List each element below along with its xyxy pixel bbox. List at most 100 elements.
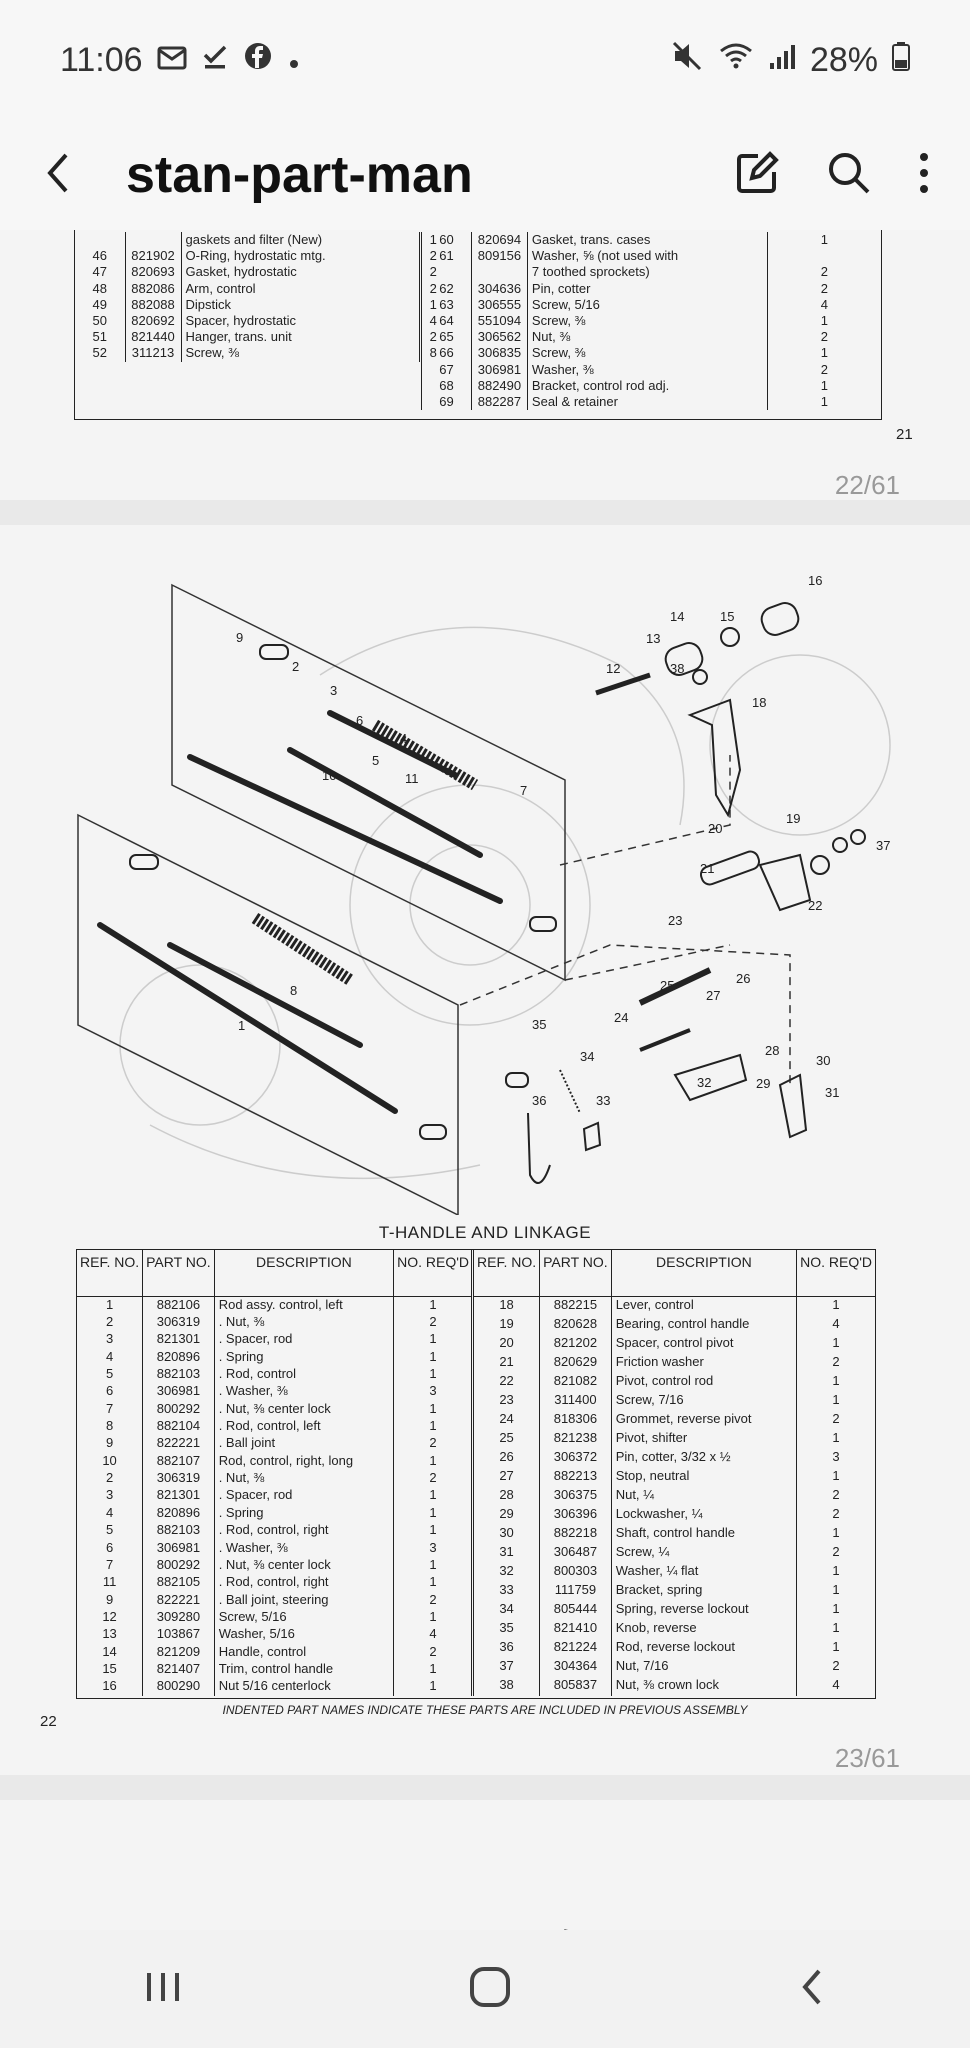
part-no-cell: 882105 [142,1574,215,1592]
callout-label: 28 [765,1043,779,1058]
description-cell: . Washer, ⅜ [213,1539,394,1557]
background-machinery [119,626,891,1180]
ref-cell: 61 [421,248,472,265]
part-no-cell: 820628 [539,1315,612,1335]
header-no-reqd: NO. REQ'D [393,1250,472,1297]
edit-icon[interactable] [734,150,780,201]
ref-cell: 64 [421,313,472,330]
description-cell: Friction washer [610,1353,797,1373]
description-cell: Bracket, spring [610,1581,797,1601]
ref-cell [75,232,125,248]
part-no-cell: 821209 [142,1643,215,1662]
description-cell: . Rod, control, left [213,1418,394,1436]
qty-cell: 2 [796,1657,875,1677]
part-no-cell: 306372 [539,1448,612,1468]
part-no-cell: 821202 [539,1334,612,1354]
ref-cell: 65 [421,329,472,346]
ref-cell: 12 [102,1609,117,1624]
description-cell: Hanger, trans. unit [180,329,419,346]
description-cell: Gasket, trans. cases [526,232,768,249]
description-cell: Arm, control [180,280,419,297]
nut-38 [692,669,708,685]
page-24-preview [0,1800,970,1930]
callout-label: 2 [292,659,299,674]
part-no-cell: 800303 [539,1562,612,1582]
back-icon[interactable] [797,1967,827,2012]
back-arrow-icon[interactable] [40,149,76,202]
part-no-cell: 304364 [539,1657,612,1677]
qty-cell: 3 [796,1448,875,1468]
part-no-cell: 821082 [539,1372,612,1392]
qty-cell: 1 [393,1556,472,1575]
ref-cell: 28 [470,1486,540,1506]
description-cell: Nut, ⅜ [526,329,768,346]
part-no-cell [470,264,528,281]
part-no-cell: 306396 [539,1505,612,1525]
ref-cell: 20 [470,1334,540,1354]
ref-cell: 33 [470,1581,540,1601]
part-no-cell: 306555 [470,296,528,314]
ref-cell: 30 [470,1524,540,1544]
ball-joint-9-lower [129,854,159,870]
header-description: DESCRIPTION [213,1250,394,1297]
page21-number: 21 [896,426,913,443]
callout-label: 23 [668,913,682,928]
table-row: 7 toothed sprockets)2 [421,264,881,281]
qty-cell: 1 [796,1562,875,1582]
wifi-icon [718,41,754,80]
callout-label: 16 [808,573,822,588]
ref-cell: 2 [105,1313,114,1329]
status-bar: 11:06 28% [0,0,970,120]
home-icon[interactable] [469,1966,511,2013]
description-cell: Screw, 5/16 [526,296,768,314]
more-options-icon[interactable] [918,151,930,200]
ref-cell: 9 [105,1435,114,1451]
part-no-cell: 820693 [124,264,181,281]
rod-5-lower [167,942,363,1048]
nut-37-a [832,837,848,853]
ref-cell: 51 [92,329,107,345]
trim-15 [720,627,740,647]
handle-14-upper [760,602,800,636]
part-no-cell: 820692 [124,313,181,330]
qty-cell: 1 [796,1600,875,1620]
page21-counter: 22/61 [834,470,900,500]
bracket-33 [582,1121,602,1152]
part-no-cell: 882086 [124,280,181,297]
part-no-cell: 882107 [142,1452,215,1471]
header-no-reqd-right: NO. REQ'D [796,1250,875,1297]
battery-percent: 28% [809,40,878,79]
qty-cell: 2 [766,280,881,297]
system-nav-bar [0,1930,970,2048]
mute-icon [672,41,704,80]
facebook-icon [243,41,273,80]
ref-cell: 68 [421,377,472,395]
part-no-cell: 882218 [539,1524,612,1544]
qty-cell: 1 [393,1522,472,1540]
rod-5-upper [287,747,483,858]
battery-icon [892,41,910,80]
description-cell: Pivot, shifter [610,1429,797,1449]
qty-cell: 1 [393,1504,472,1523]
callout-label: 20 [708,821,722,836]
description-cell: Trim, control handle [213,1661,394,1679]
document-title: stan-part-man [126,146,473,204]
description-cell: Rod, reverse lockout [610,1638,797,1658]
description-cell: Gasket, hydrostatic [180,264,419,281]
search-icon[interactable] [826,150,872,201]
recent-apps-icon[interactable] [143,1969,183,2010]
